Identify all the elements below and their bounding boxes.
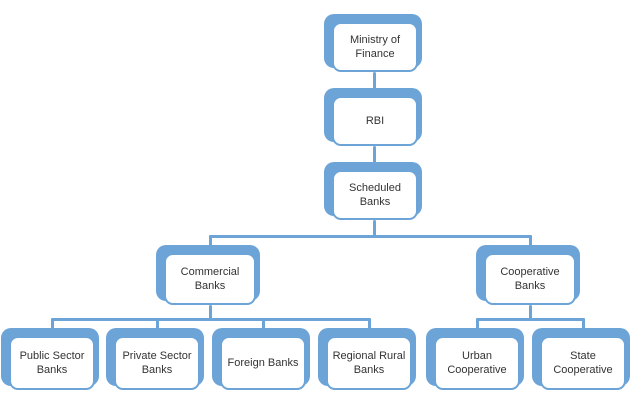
node-box: Ministry of Finance — [332, 22, 418, 72]
edge-scheduled-horizontal — [209, 235, 532, 238]
node-label: Public Sector Banks — [19, 349, 85, 376]
edge-commercial-to-private — [156, 318, 159, 337]
edge-commercial-to-regional — [368, 318, 371, 337]
node-scheduled-banks: Scheduled Banks — [324, 162, 422, 220]
node-label: Regional Rural Banks — [332, 349, 406, 376]
node-label: Commercial Banks — [180, 265, 240, 292]
edge-scheduled-stub — [373, 220, 376, 237]
node-label: Scheduled Banks — [349, 181, 401, 208]
edge-cooperative-to-state — [582, 318, 585, 337]
node-label: Ministry of Finance — [349, 33, 401, 60]
node-ministry-of-finance: Ministry of Finance — [324, 14, 422, 72]
node-urban-cooperative: Urban Cooperative — [426, 328, 524, 390]
node-label: Cooperative Banks — [500, 265, 560, 292]
edge-commercial-to-public — [51, 318, 54, 337]
node-commercial-banks: Commercial Banks — [156, 245, 260, 305]
node-box: Public Sector Banks — [9, 336, 95, 390]
node-label: Private Sector Banks — [122, 349, 192, 376]
edge-cooperative-stub — [529, 305, 532, 320]
node-box: Cooperative Banks — [484, 253, 576, 305]
node-foreign-banks: Foreign Banks — [212, 328, 310, 390]
node-box: RBI — [332, 96, 418, 146]
node-cooperative-banks: Cooperative Banks — [476, 245, 580, 305]
node-rbi: RBI — [324, 88, 422, 146]
node-box: State Cooperative — [540, 336, 626, 390]
node-private-sector-banks: Private Sector Banks — [106, 328, 204, 390]
node-label: RBI — [365, 114, 385, 127]
node-box: Foreign Banks — [220, 336, 306, 390]
node-label: State Cooperative — [553, 349, 613, 376]
edge-commercial-horizontal — [51, 318, 371, 321]
edge-commercial-to-foreign — [262, 318, 265, 337]
node-box: Scheduled Banks — [332, 170, 418, 220]
edge-commercial-stub — [209, 305, 212, 320]
node-box: Urban Cooperative — [434, 336, 520, 390]
node-box: Regional Rural Banks — [326, 336, 412, 390]
edge-rbi-to-scheduled — [373, 146, 376, 172]
node-label: Foreign Banks — [227, 356, 299, 369]
node-box: Private Sector Banks — [114, 336, 200, 390]
edge-cooperative-horizontal — [476, 318, 585, 321]
node-box: Commercial Banks — [164, 253, 256, 305]
edge-ministry-to-rbi — [373, 72, 376, 98]
node-label: Urban Cooperative — [447, 349, 507, 376]
edge-cooperative-to-urban — [476, 318, 479, 337]
node-regional-rural-banks: Regional Rural Banks — [318, 328, 416, 390]
node-state-cooperative: State Cooperative — [532, 328, 630, 390]
node-public-sector-banks: Public Sector Banks — [1, 328, 99, 390]
